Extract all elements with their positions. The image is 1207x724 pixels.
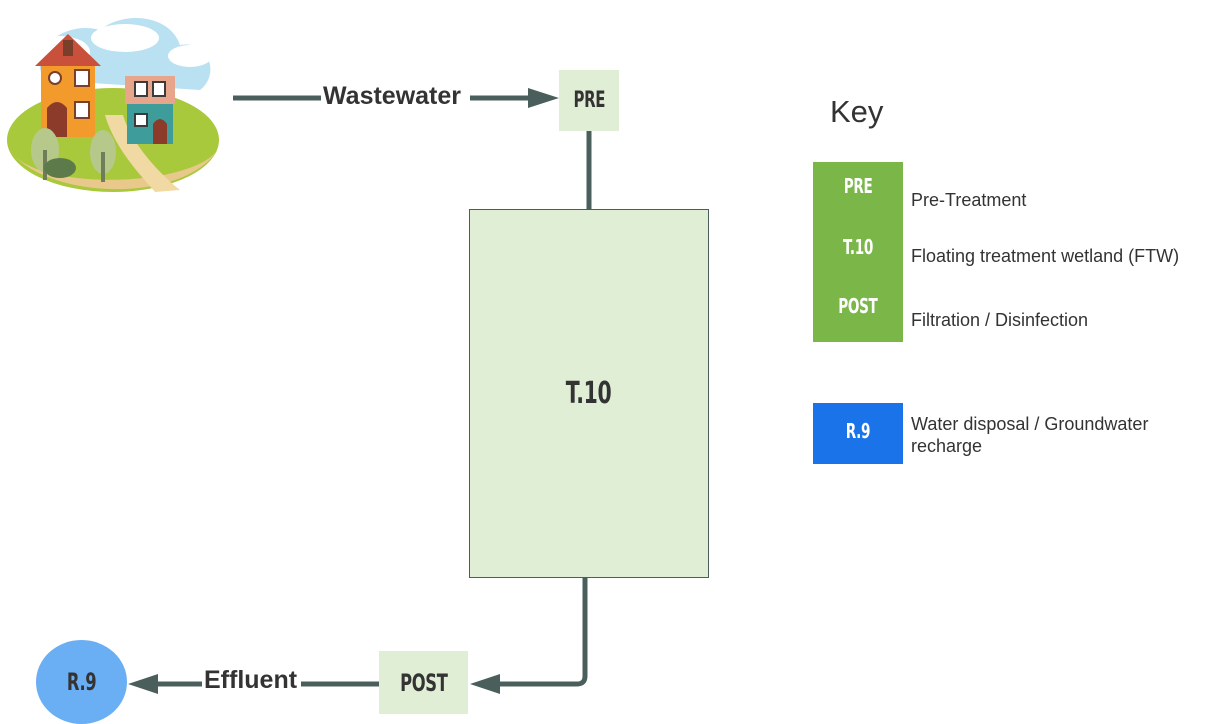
pre-node-label: PRE [573, 88, 605, 113]
wastewater-arrowhead [528, 88, 559, 108]
post-arrowhead [470, 674, 500, 694]
ftw-node: T.10 [469, 209, 709, 578]
effluent-label: Effluent [202, 666, 300, 694]
t10-to-post-connector [500, 578, 588, 687]
post-node-label: POST [399, 668, 448, 697]
post-treatment-node: POST [379, 651, 468, 714]
key-label-r9-line1: Water disposal / Groundwater [911, 414, 1149, 434]
key-label-r9: Water disposal / Groundwater recharge [911, 413, 1148, 457]
water-disposal-node: R.9 [36, 640, 127, 724]
key-label-post: Filtration / Disinfection [911, 310, 1089, 330]
wastewater-label: Wastewater [321, 82, 464, 110]
key-title: Key [830, 94, 884, 129]
key-label-t10: Floating treatment wetland (FTW) [911, 246, 1180, 266]
key-treatment-swatch: PRE T.10 POST [813, 162, 903, 342]
key-label-pre: Pre-Treatment [911, 190, 1027, 210]
key-code-post: POST [838, 294, 878, 318]
effluent-arrowhead [128, 674, 158, 694]
key-code-r9: R.9 [845, 419, 871, 443]
pre-treatment-node: PRE [559, 70, 619, 131]
village-houses-icon [7, 18, 219, 192]
r9-node-label: R.9 [66, 668, 97, 696]
key-code-t10: T.10 [843, 235, 873, 259]
key-code-pre: PRE [843, 174, 873, 198]
key-disposal-swatch: R.9 [813, 403, 903, 464]
t10-node-label: T.10 [566, 376, 612, 411]
key-label-r9-line2: recharge [911, 436, 983, 456]
